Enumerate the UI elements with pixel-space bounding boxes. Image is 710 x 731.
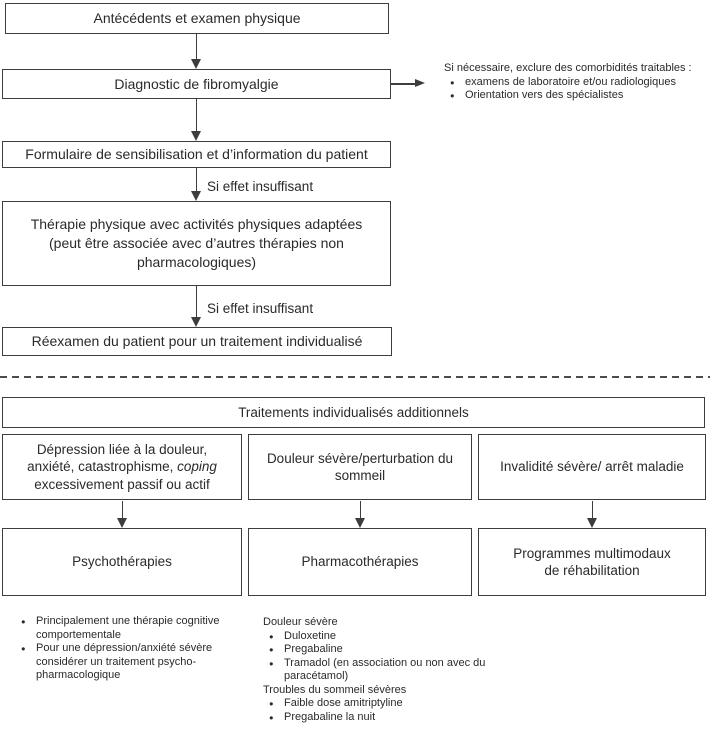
list-item: Faible dose amitriptyline — [263, 697, 493, 711]
box-condition-depression: Dépression liée à la douleur, anxiété, c… — [2, 434, 242, 500]
notes-psychotherapies-list: Principalement une thérapie cognitive co… — [15, 615, 250, 683]
notes-douleur-severe-header: Douleur sévère — [263, 616, 338, 628]
arrow-line-2 — [195, 99, 197, 132]
arrow-down-icon — [355, 518, 365, 528]
programmes-line1: Programmes multimodaux — [513, 545, 671, 561]
dashed-divider — [0, 376, 710, 378]
psychotherapies-label: Psychothérapies — [72, 554, 172, 570]
list-item: Duloxetine — [263, 630, 493, 644]
side-note-title: Si nécessaire, exclure des comorbidités … — [444, 62, 692, 74]
arrow-line-3 — [195, 168, 197, 192]
box-psychotherapies: Psychothérapies — [2, 528, 242, 596]
box-formulaire-label: Formulaire de sensibilisation et d’infor… — [25, 146, 368, 162]
arrow-down-icon — [191, 191, 201, 201]
arrow-label-si-effet-insuffisant-1: Si effet insuffisant — [207, 179, 314, 194]
notes-troubles-sommeil-list: Faible dose amitriptyline Pregabaline la… — [263, 697, 493, 724]
box-reexamen-label: Réexamen du patient pour un traitement i… — [31, 333, 363, 349]
list-item: Principalement une thérapie cognitive co… — [15, 615, 250, 642]
notes-douleur-severe-list: Duloxetine Pregabaline Tramadol (en asso… — [263, 630, 493, 684]
arrow-label-si-effet-insuffisant-2: Si effet insuffisant — [207, 301, 314, 316]
box-traitements-label: Traitements individualisés additionnels — [238, 404, 469, 420]
arrow-line-branch2 — [359, 501, 361, 519]
arrow-line-side — [391, 83, 416, 85]
arrow-right-icon — [415, 79, 425, 87]
arrow-line-1 — [195, 34, 197, 60]
list-item: Tramadol (en association ou non avec du … — [263, 657, 493, 684]
box-programmes-multimodaux: Programmes multimodaux de réhabilitation — [478, 528, 706, 596]
condition-depression-line1: Dépression liée à la douleur, — [36, 441, 208, 457]
box-diagnostic-label: Diagnostic de fibromyalgie — [114, 75, 279, 92]
condition-depression-line2-normal: anxiété, catastrophisme, — [27, 459, 178, 475]
box-pharmacotherapies: Pharmacothérapies — [248, 528, 472, 596]
list-item: Pregabaline la nuit — [263, 711, 493, 725]
condition-depression-line2: anxiété, catastrophisme, coping — [27, 458, 217, 476]
arrow-down-icon — [117, 518, 127, 528]
pharmacotherapies-label: Pharmacothérapies — [301, 554, 419, 570]
arrow-down-icon — [587, 518, 597, 528]
box-antecedents: Antécédents et examen physique — [5, 3, 389, 34]
box-diagnostic: Diagnostic de fibromyalgie — [2, 69, 391, 99]
arrow-down-icon — [191, 131, 201, 141]
notes-troubles-sommeil-header: Troubles du sommeil sévères — [263, 683, 407, 696]
arrow-down-icon — [191, 317, 201, 327]
box-therapie-line2: (peut être associée avec d’autres thérap… — [49, 235, 344, 251]
condition-depression-line2-italic: coping — [177, 459, 217, 475]
condition-depression-line3: excessivement passif ou actif — [34, 476, 210, 492]
box-therapie-line3: pharmacologiques) — [136, 254, 257, 270]
list-item: Orientation vers des spécialistes — [444, 89, 706, 103]
notes-psychotherapies: Principalement une thérapie cognitive co… — [15, 615, 250, 683]
condition-invalidite-label: Invalidité sévère/ arrêt maladie — [500, 459, 684, 475]
box-condition-invalidite: Invalidité sévère/ arrêt maladie — [478, 434, 706, 500]
list-item: examens de laboratoire et/ou radiologiqu… — [444, 76, 706, 90]
box-formulaire: Formulaire de sensibilisation et d’infor… — [2, 141, 391, 168]
programmes-line2: de réhabilitation — [544, 563, 640, 578]
box-reexamen: Réexamen du patient pour un traitement i… — [2, 327, 392, 356]
box-condition-douleur-sommeil: Douleur sévère/perturbation du sommeil — [248, 434, 472, 500]
arrow-line-branch3 — [591, 501, 593, 519]
notes-pharmacotherapies: Douleur sévère Duloxetine Pregabaline Tr… — [263, 616, 493, 724]
box-antecedents-label: Antécédents et examen physique — [93, 10, 301, 26]
list-item: Pour une dépression/anxiété sévère consi… — [15, 642, 250, 683]
box-traitements-additionnels: Traitements individualisés additionnels — [2, 397, 705, 428]
box-therapie-line1: Thérapie physique avec activités physiqu… — [30, 216, 363, 232]
arrow-line-branch1 — [121, 501, 123, 519]
box-therapie-physique: Thérapie physique avec activités physiqu… — [2, 201, 391, 286]
side-note: Si nécessaire, exclure des comorbidités … — [444, 62, 706, 103]
arrow-line-4 — [195, 286, 197, 318]
arrow-down-icon — [191, 59, 201, 69]
list-item: Pregabaline — [263, 643, 493, 657]
side-note-list: examens de laboratoire et/ou radiologiqu… — [444, 76, 706, 103]
condition-douleur-sommeil-label: Douleur sévère/perturbation du sommeil — [266, 450, 454, 484]
